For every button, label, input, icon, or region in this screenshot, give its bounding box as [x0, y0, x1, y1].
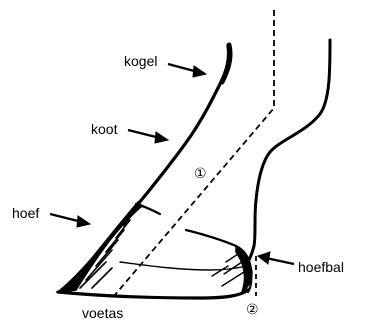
marker-1: ① [194, 166, 207, 182]
hoefbal-arrowhead [258, 252, 270, 264]
sole-line [58, 290, 248, 298]
koot-arrowhead [155, 132, 168, 143]
hoef-arrowhead [77, 216, 90, 227]
label-kogel: kogel [124, 53, 157, 69]
label-koot: koot [91, 121, 118, 137]
back-leg-outline [248, 40, 330, 262]
label-hoefbal: hoefbal [298, 259, 344, 275]
hoof-front-hatching [80, 214, 132, 288]
label-voetas: voetas [82, 305, 123, 320]
marker-2: ② [246, 302, 259, 318]
hoefbal-arrow [266, 258, 294, 264]
kogel-arrowhead [193, 66, 206, 77]
label-hoef: hoef [12, 205, 39, 221]
